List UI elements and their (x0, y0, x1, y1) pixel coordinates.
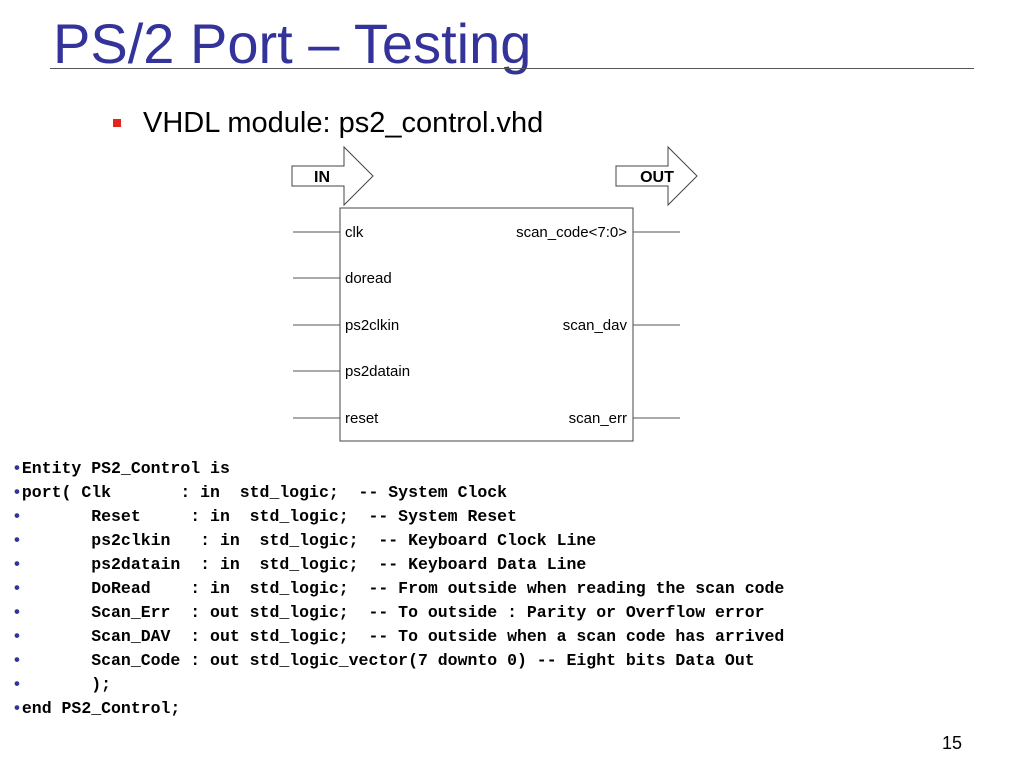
code-line: • Scan_Err : out std_logic; -- To outsid… (12, 603, 765, 622)
code-line: • Scan_Code : out std_logic_vector(7 dow… (12, 651, 755, 670)
out-label: OUT (640, 169, 674, 186)
bullet-item: VHDL module: ps2_control.vhd (113, 103, 543, 143)
code-line: •port( Clk : in std_logic; -- System Clo… (12, 483, 508, 502)
bullet-icon: • (12, 555, 22, 574)
code-line: •Entity PS2_Control is (12, 459, 230, 478)
code-line: • Scan_DAV : out std_logic; -- To outsid… (12, 627, 785, 646)
code-line: • Reset : in std_logic; -- System Reset (12, 507, 517, 526)
title-divider (50, 68, 974, 69)
port-label-scan-dav: scan_dav (563, 317, 628, 334)
bullet-icon: • (12, 579, 22, 598)
port-label-scan-err: scan_err (569, 410, 627, 427)
module-block (339, 207, 634, 442)
port-label-doread: doread (345, 270, 392, 287)
slide-title: PS/2 Port – Testing (53, 12, 532, 75)
code-line: • ps2datain : in std_logic; -- Keyboard … (12, 555, 587, 574)
bullet-text: VHDL module: ps2_control.vhd (143, 106, 544, 139)
bullet-icon: • (12, 627, 22, 646)
bullet-icon: • (12, 675, 22, 694)
in-arrow-icon: IN (291, 145, 374, 207)
vhdl-code-listing: •Entity PS2_Control is •port( Clk : in s… (12, 457, 784, 721)
port-label-clk: clk (345, 224, 364, 241)
code-line: • ); (12, 675, 112, 694)
code-line: • ps2clkin : in std_logic; -- Keyboard C… (12, 531, 597, 550)
port-label-ps2clkin: ps2clkin (345, 317, 399, 334)
bullet-icon: • (12, 483, 22, 502)
port-label-ps2datain: ps2datain (345, 363, 410, 380)
bullet-icon: • (12, 531, 22, 550)
bullet-icon: • (12, 603, 22, 622)
port-label-reset: reset (345, 410, 379, 427)
page-number: 15 (941, 733, 962, 753)
bullet-icon: • (12, 651, 22, 670)
code-line: •end PS2_Control; (12, 699, 181, 718)
in-label: IN (314, 169, 330, 186)
out-arrow-icon: OUT (615, 145, 698, 207)
code-line: • DoRead : in std_logic; -- From outside… (12, 579, 785, 598)
port-label-scan-code: scan_code<7:0> (516, 224, 627, 241)
bullet-icon: • (12, 507, 22, 526)
bullet-icon: • (12, 699, 22, 718)
ps2-control-block-diagram: IN OUT clk doread ps2clkin ps2datain res… (291, 145, 698, 442)
square-bullet-icon (113, 119, 121, 127)
bullet-icon: • (12, 459, 22, 478)
